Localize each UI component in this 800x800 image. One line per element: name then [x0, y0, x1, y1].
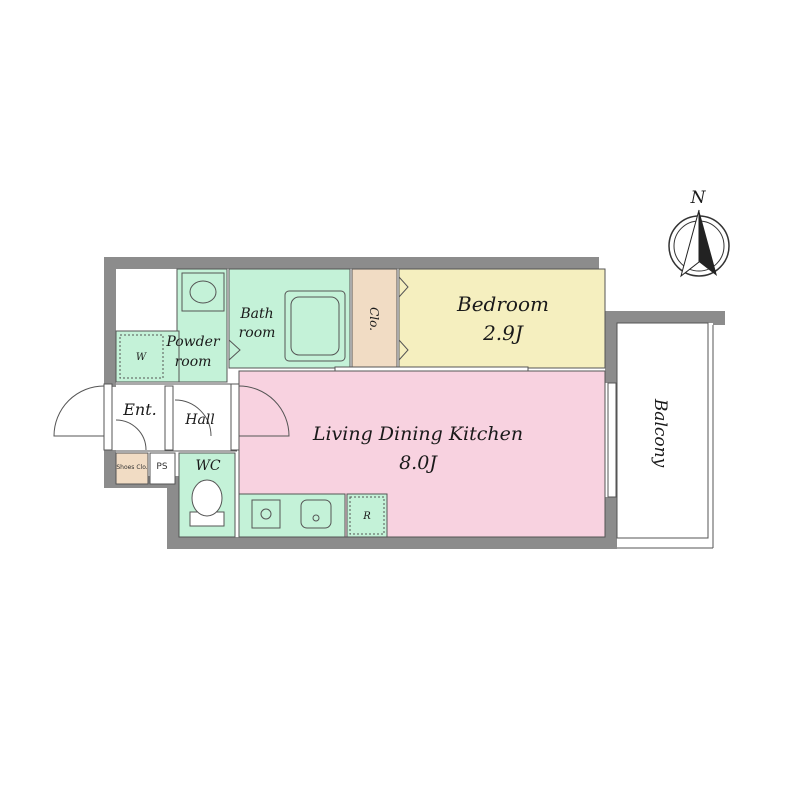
balcony-area [616, 322, 714, 549]
ldk-size-label: 8.0J [399, 452, 438, 474]
closet-floor [351, 268, 398, 369]
toilet [189, 479, 225, 527]
bedroom-size-label: 2.9J [482, 321, 524, 345]
washer-space [119, 334, 164, 379]
entrance-partitions [53, 383, 290, 452]
powder-annex-floor [115, 330, 180, 383]
north-compass [668, 209, 730, 278]
shoes-closet-label: Shoes Clo. [116, 464, 147, 471]
ldk-label: Living Dining Kitchen [312, 423, 523, 445]
powder-label-line1: Powder [165, 334, 221, 350]
washer-label: W [136, 352, 147, 363]
closet-label: Clo. [367, 307, 381, 331]
shoes-closet [115, 452, 149, 485]
kitchen-fixtures [251, 499, 332, 529]
closet-doors [398, 276, 409, 361]
bathtub [284, 290, 346, 362]
powder-floor [176, 268, 228, 383]
bath-label-line1: Bath [239, 306, 273, 322]
wc-label: WC [195, 458, 220, 474]
ps-label: PS [156, 462, 167, 472]
bath-door [228, 339, 241, 361]
pipe-space [149, 452, 176, 485]
fridge-space [346, 493, 388, 538]
fridge-dashed [349, 496, 385, 535]
bedroom-floor [398, 268, 606, 369]
bedroom-label: Bedroom [456, 292, 549, 316]
fridge-label: R [362, 511, 371, 522]
hall-label: Hall [184, 412, 215, 428]
compass-north-label: N [690, 188, 707, 208]
kitchen-counter [238, 493, 346, 538]
bath-label-line2: room [239, 325, 276, 341]
powder-sink [181, 272, 225, 312]
bedroom-sliding-door [334, 366, 529, 372]
ldk-window [607, 382, 617, 498]
balcony-label: Balcony [650, 398, 670, 468]
bath-floor [228, 268, 351, 369]
powder-label-line2: room [175, 354, 212, 370]
entrance-label: Ent. [122, 400, 157, 419]
